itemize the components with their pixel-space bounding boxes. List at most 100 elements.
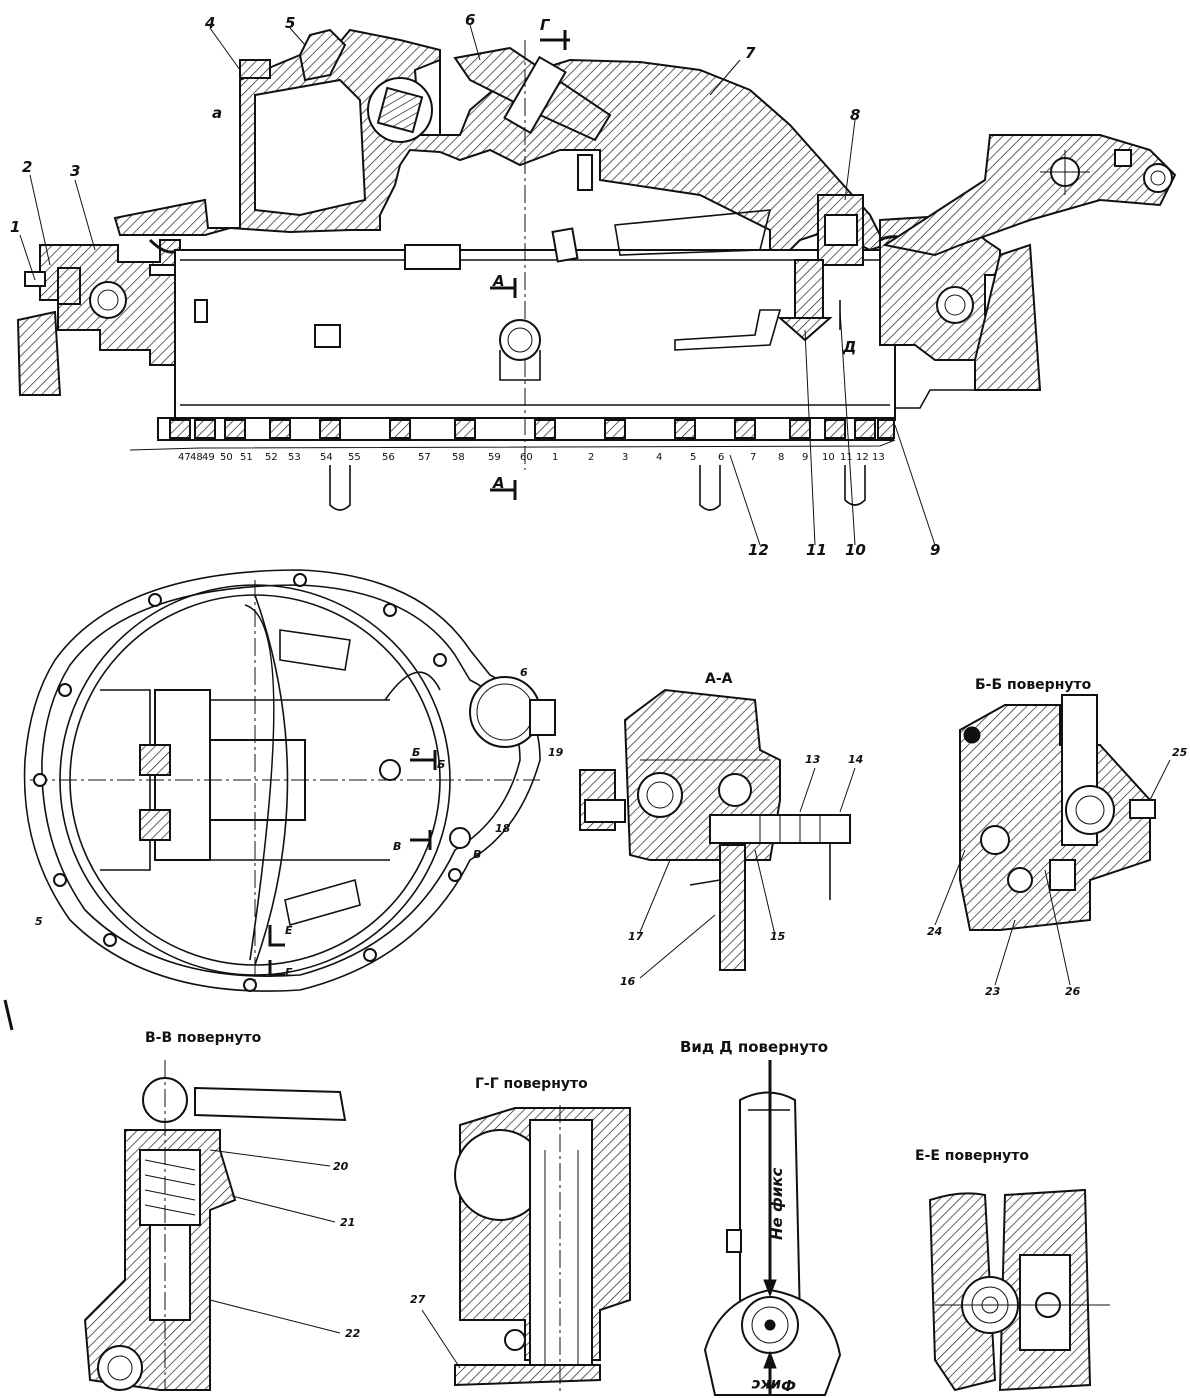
section-title-bb: Б-Б повернуто bbox=[975, 677, 1092, 693]
label-A-bottom: А bbox=[492, 474, 505, 492]
label-D: Д bbox=[842, 338, 856, 356]
scale-mark: 6 bbox=[718, 452, 724, 463]
scale-mark: 55 bbox=[348, 452, 361, 463]
vv-handle bbox=[194, 1086, 347, 1122]
section-title-vid-d: Вид Д повернуто bbox=[680, 1038, 828, 1056]
label-24: 24 bbox=[927, 925, 942, 938]
label-18: 18 bbox=[495, 822, 511, 835]
boss-4 bbox=[239, 59, 271, 79]
label-19: 19 bbox=[548, 746, 564, 759]
right-bracket bbox=[882, 134, 1177, 257]
bracket-right bbox=[844, 465, 866, 506]
scale-mark: 52 bbox=[265, 452, 278, 463]
bracket-mid bbox=[699, 465, 721, 511]
scale-mark: 9 bbox=[802, 452, 808, 463]
section-title-gg: Г-Г повернуто bbox=[475, 1076, 588, 1092]
label-a: а bbox=[212, 104, 222, 122]
label-21: 21 bbox=[340, 1216, 355, 1229]
label-27: 27 bbox=[410, 1293, 426, 1306]
label-12: 12 bbox=[748, 541, 769, 559]
label-20: 20 bbox=[333, 1160, 349, 1173]
scale-mark: 53 bbox=[288, 452, 301, 463]
hatch-plan-view bbox=[23, 569, 556, 992]
label-9: 9 bbox=[930, 541, 940, 559]
label-2: 2 bbox=[22, 158, 32, 176]
boss-5 bbox=[298, 28, 347, 82]
label-1: 1 bbox=[10, 218, 20, 236]
label-17: 17 bbox=[628, 930, 644, 943]
label-E-mark2: Е bbox=[285, 966, 293, 979]
label-10: 10 bbox=[845, 541, 866, 559]
scale-mark: 10 bbox=[822, 452, 835, 463]
scale-mark: 47 bbox=[178, 452, 191, 463]
bb-body bbox=[959, 704, 1151, 931]
section-gg bbox=[454, 1105, 631, 1395]
scale-numbers: 47 48 49 50 51 52 53 54 55 56 57 58 59 6… bbox=[178, 452, 885, 463]
section-aa bbox=[579, 688, 851, 971]
label-23: 23 bbox=[985, 985, 1001, 998]
scale-mark: 57 bbox=[418, 452, 431, 463]
label-11: 11 bbox=[806, 541, 827, 559]
scale-mark: 56 bbox=[382, 452, 395, 463]
label-V-mark2: В bbox=[473, 848, 481, 861]
scale-mark: 12 bbox=[856, 452, 869, 463]
scale-mark: 60 bbox=[520, 452, 533, 463]
ring-bolts bbox=[169, 419, 895, 439]
scale-mark: 1 bbox=[552, 452, 558, 463]
scale-mark: 54 bbox=[320, 452, 333, 463]
ne-fiks-label: Не фикс bbox=[768, 1167, 786, 1240]
left-ball bbox=[89, 281, 127, 319]
label-V-mark: В bbox=[393, 840, 401, 853]
section-title-ee: Е-Е повернуто bbox=[915, 1148, 1029, 1164]
scale-mark: 59 bbox=[488, 452, 501, 463]
fiks-label: Фикс bbox=[751, 1376, 796, 1394]
label-26: 26 bbox=[1065, 985, 1081, 998]
label-5: 5 bbox=[285, 14, 295, 32]
scale-mark: 13 bbox=[872, 452, 885, 463]
bracket-left bbox=[329, 465, 351, 511]
label-G: Г bbox=[540, 16, 551, 34]
view-d: Не фикс Фикс bbox=[703, 1060, 842, 1396]
label-7: 7 bbox=[745, 44, 756, 62]
valve-11 bbox=[794, 259, 824, 321]
label-22: 22 bbox=[345, 1327, 361, 1340]
main-longitudinal-section: 47 48 49 50 51 52 53 54 55 56 57 58 59 6… bbox=[16, 24, 1177, 546]
ee-left bbox=[928, 1192, 997, 1392]
label-6b: 6 bbox=[520, 666, 528, 679]
scale-mark: 49 bbox=[202, 452, 215, 463]
label-B-mark2: Б bbox=[437, 758, 445, 771]
left-mount-block bbox=[16, 310, 62, 396]
label-13: 13 bbox=[805, 753, 821, 766]
label-14: 14 bbox=[848, 753, 863, 766]
cavity-a bbox=[254, 78, 367, 217]
label-8: 8 bbox=[850, 106, 860, 124]
label-3: 3 bbox=[70, 162, 80, 180]
label-15: 15 bbox=[770, 930, 786, 943]
central-lock bbox=[499, 319, 541, 361]
scale-mark: 4 bbox=[656, 452, 662, 463]
label-6: 6 bbox=[465, 11, 475, 29]
label-25: 25 bbox=[1172, 746, 1188, 759]
scale-mark: 48 bbox=[190, 452, 203, 463]
scale-mark: 11 bbox=[840, 452, 853, 463]
nameplate bbox=[404, 244, 461, 270]
section-ee bbox=[928, 1188, 1110, 1392]
section-bb bbox=[959, 694, 1156, 931]
label-16: 16 bbox=[620, 975, 636, 988]
scale-mark: 7 bbox=[750, 452, 756, 463]
label-A-top: А bbox=[492, 272, 505, 290]
scale-mark: 3 bbox=[622, 452, 628, 463]
label-5b: 5 bbox=[35, 915, 43, 928]
right-ball bbox=[936, 286, 974, 324]
label-E-mark: Е bbox=[285, 924, 293, 937]
scale-mark: 58 bbox=[452, 452, 465, 463]
scale-mark: 51 bbox=[240, 452, 253, 463]
outer-flange bbox=[23, 569, 541, 992]
section-vv bbox=[83, 1060, 347, 1391]
gg-bolt bbox=[529, 1119, 593, 1376]
scale-mark: 50 bbox=[220, 452, 233, 463]
section-title-vv: В-В повернуто bbox=[145, 1030, 262, 1046]
hatch-inner-frame bbox=[174, 249, 896, 421]
label-4: 4 bbox=[204, 14, 215, 32]
